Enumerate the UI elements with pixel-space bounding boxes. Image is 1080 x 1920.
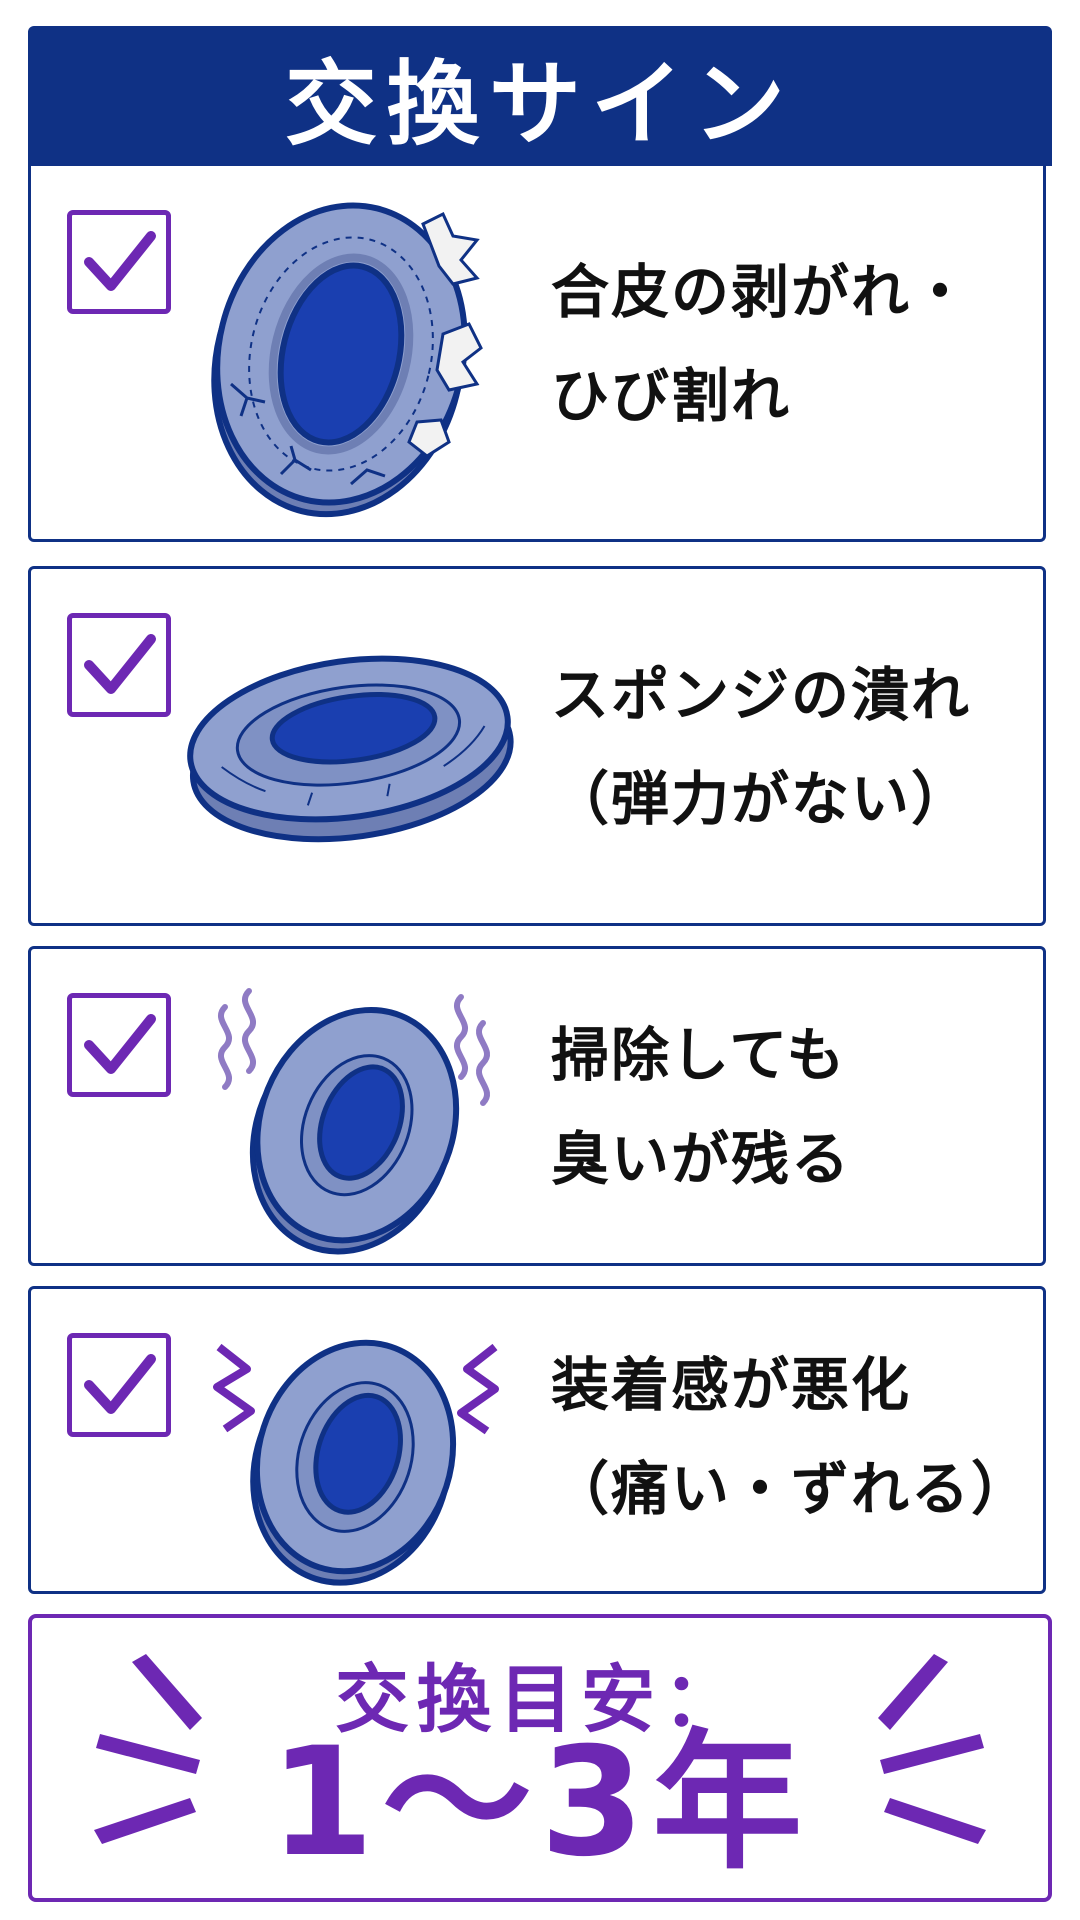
replacement-guide-box: 交換目安： 1〜3年 [28,1614,1052,1902]
sign-text: 掃除しても 臭いが残る [551,1021,852,1193]
sign-card-fit: 装着感が悪化 （痛い・ずれる） [28,1286,1046,1594]
replacement-guide-value: 1〜3年 [269,1716,811,1890]
checkbox-icon [67,613,171,717]
header-banner: 交換サイン [28,26,1052,166]
sign-text: スポンジの潰れ （弾力がない） [551,661,972,833]
smelly-ear-pad-icon [218,988,490,1255]
burst-lines-right-icon [878,1654,986,1844]
sign-card-cracked: 合皮の剥がれ・ ひび割れ [28,166,1046,542]
burst-lines-left-icon [94,1654,202,1844]
sign-card-flattened: スポンジの潰れ （弾力がない） [28,566,1046,926]
checkbox-icon [67,993,171,1097]
flattened-ear-pad-icon [187,655,514,843]
sign-text: 合皮の剥がれ・ ひび割れ [551,258,972,430]
sign-card-smell: 掃除しても 臭いが残る [28,946,1046,1266]
sign-text: 装着感が悪化 （痛い・ずれる） [551,1351,1032,1523]
replacement-guide-label: 交換目安： [335,1657,745,1743]
uncomfortable-ear-pad-icon [213,1339,499,1586]
checkbox-icon [67,1333,171,1437]
checkbox-icon [67,210,171,314]
cracked-ear-pad-icon [211,202,483,518]
page-title: 交換サイン [284,50,795,158]
